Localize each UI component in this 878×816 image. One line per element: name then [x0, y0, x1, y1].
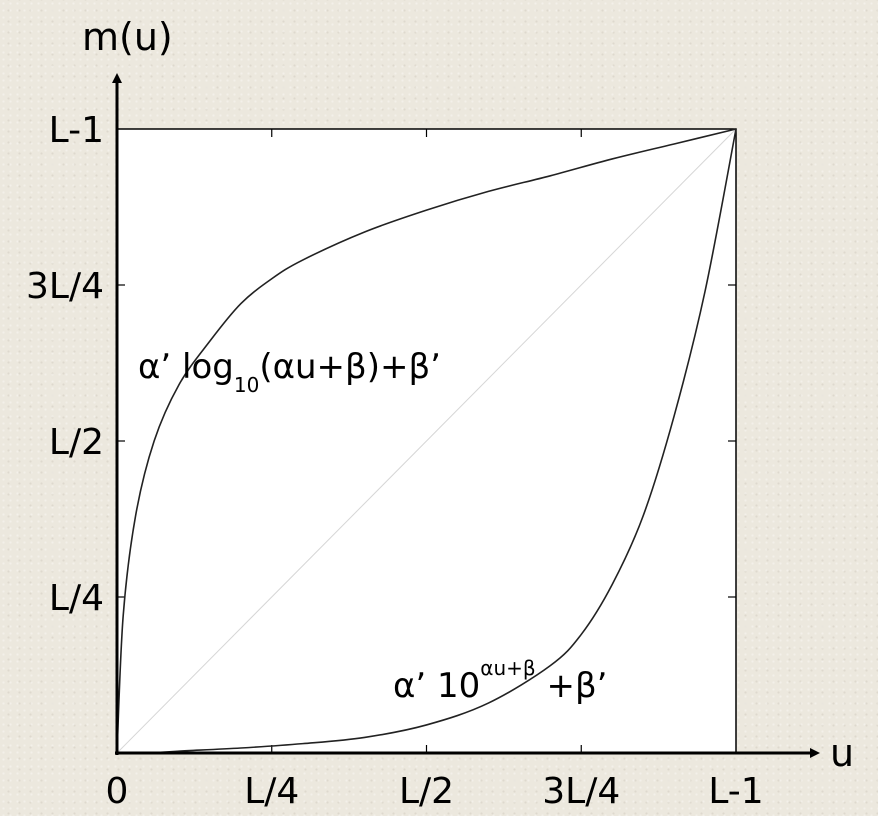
y-tick-label: L-1	[49, 110, 104, 151]
x-tick-label: L-1	[708, 771, 763, 812]
x-tick-label: L/2	[399, 771, 454, 812]
y-tick-label: 3L/4	[26, 266, 104, 307]
x-tick-label: 0	[106, 771, 129, 812]
y-tick-labels: L/4 L/2 3L/4 L-1	[26, 110, 104, 619]
log-curve-annotation: α’ log10(αu+β)+β’	[138, 347, 441, 397]
exp-curve	[116, 128, 737, 754]
x-tick-label: L/4	[244, 771, 299, 812]
y-tick-label: L/4	[49, 578, 104, 619]
x-axis-title: u	[830, 731, 854, 775]
log-curve	[116, 128, 737, 754]
y-tick-label: L/2	[49, 422, 104, 463]
y-axis-title: m(u)	[82, 15, 173, 59]
identity-line	[116, 128, 737, 754]
x-tick-labels: 0 L/4 L/2 3L/4 L-1	[106, 771, 764, 812]
exp-curve-annotation: α’ 10αu+β +β’	[393, 656, 608, 706]
x-tick-label: 3L/4	[542, 771, 620, 812]
